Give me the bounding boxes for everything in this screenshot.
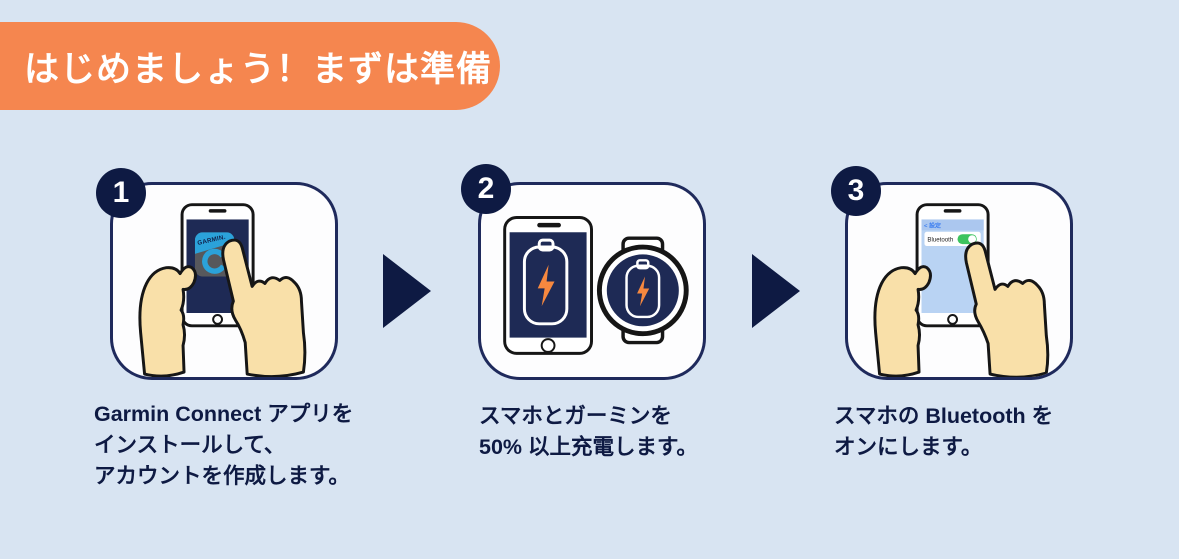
step2-caption: スマホとガーミンを 50% 以上充電します。 xyxy=(479,401,819,463)
arrow-right-icon xyxy=(383,254,431,328)
garmin-c-swirl-icon xyxy=(202,248,228,274)
caption-line: スマホの Bluetooth を xyxy=(834,404,1054,428)
phone-battery-charging-icon xyxy=(522,238,569,326)
caption-line: オンにします。 xyxy=(834,435,983,459)
step2-illustration xyxy=(503,216,689,355)
bluetooth-toggle-on-illustration xyxy=(957,234,977,245)
caption-line: アカウントを作成します。 xyxy=(94,464,350,488)
caption-line: 50% 以上充電します。 xyxy=(479,435,698,459)
step3-illustration: < 設定 Bluetooth xyxy=(873,203,1050,377)
step2-number: 2 xyxy=(477,172,495,205)
right-hand-pointing-illustration xyxy=(221,238,307,377)
home-button-icon xyxy=(540,338,556,353)
step3-number: 3 xyxy=(847,174,865,207)
phone-illustration xyxy=(503,216,593,355)
speaker-slit xyxy=(537,222,561,228)
step1-illustration: GARMIN. xyxy=(138,203,307,377)
phone-illustration: < 設定 Bluetooth xyxy=(915,203,990,328)
step3-card: < 設定 Bluetooth xyxy=(845,182,1073,380)
watch-battery-charging-icon xyxy=(625,259,661,319)
caption-line: Garmin Connect アプリを xyxy=(94,402,354,426)
settings-back-label: < 設定 xyxy=(924,222,941,230)
right-hand-pointing-illustration xyxy=(964,241,1050,377)
step1-caption: Garmin Connect アプリを インストールして、 アカウントを作成しま… xyxy=(94,399,434,492)
step2-number-badge: 2 xyxy=(461,164,511,214)
speaker-slit xyxy=(943,209,962,213)
step1-card: GARMIN. xyxy=(110,182,338,380)
home-button-icon xyxy=(212,313,224,325)
caption-line: スマホとガーミンを xyxy=(479,404,672,428)
page-title: はじめましょう！まずは準備 xyxy=(24,49,493,89)
step2-card xyxy=(478,182,706,380)
header-banner: はじめましょう！まずは準備 xyxy=(0,22,500,110)
arrow-right-icon xyxy=(752,254,800,328)
left-hand-illustration xyxy=(873,265,932,377)
step1-number-badge: 1 xyxy=(96,168,146,218)
bluetooth-label: Bluetooth xyxy=(927,237,953,244)
step3-caption: スマホの Bluetooth を オンにします。 xyxy=(834,401,1174,463)
caption-line: インストールして、 xyxy=(94,433,286,457)
home-button-icon xyxy=(947,313,959,325)
step3-number-badge: 3 xyxy=(831,166,881,216)
step1-number: 1 xyxy=(112,176,130,209)
garmin-watch-illustration xyxy=(596,236,689,345)
bluetooth-settings-row: Bluetooth xyxy=(924,231,981,247)
speaker-slit xyxy=(208,209,227,213)
left-hand-illustration xyxy=(138,265,197,377)
